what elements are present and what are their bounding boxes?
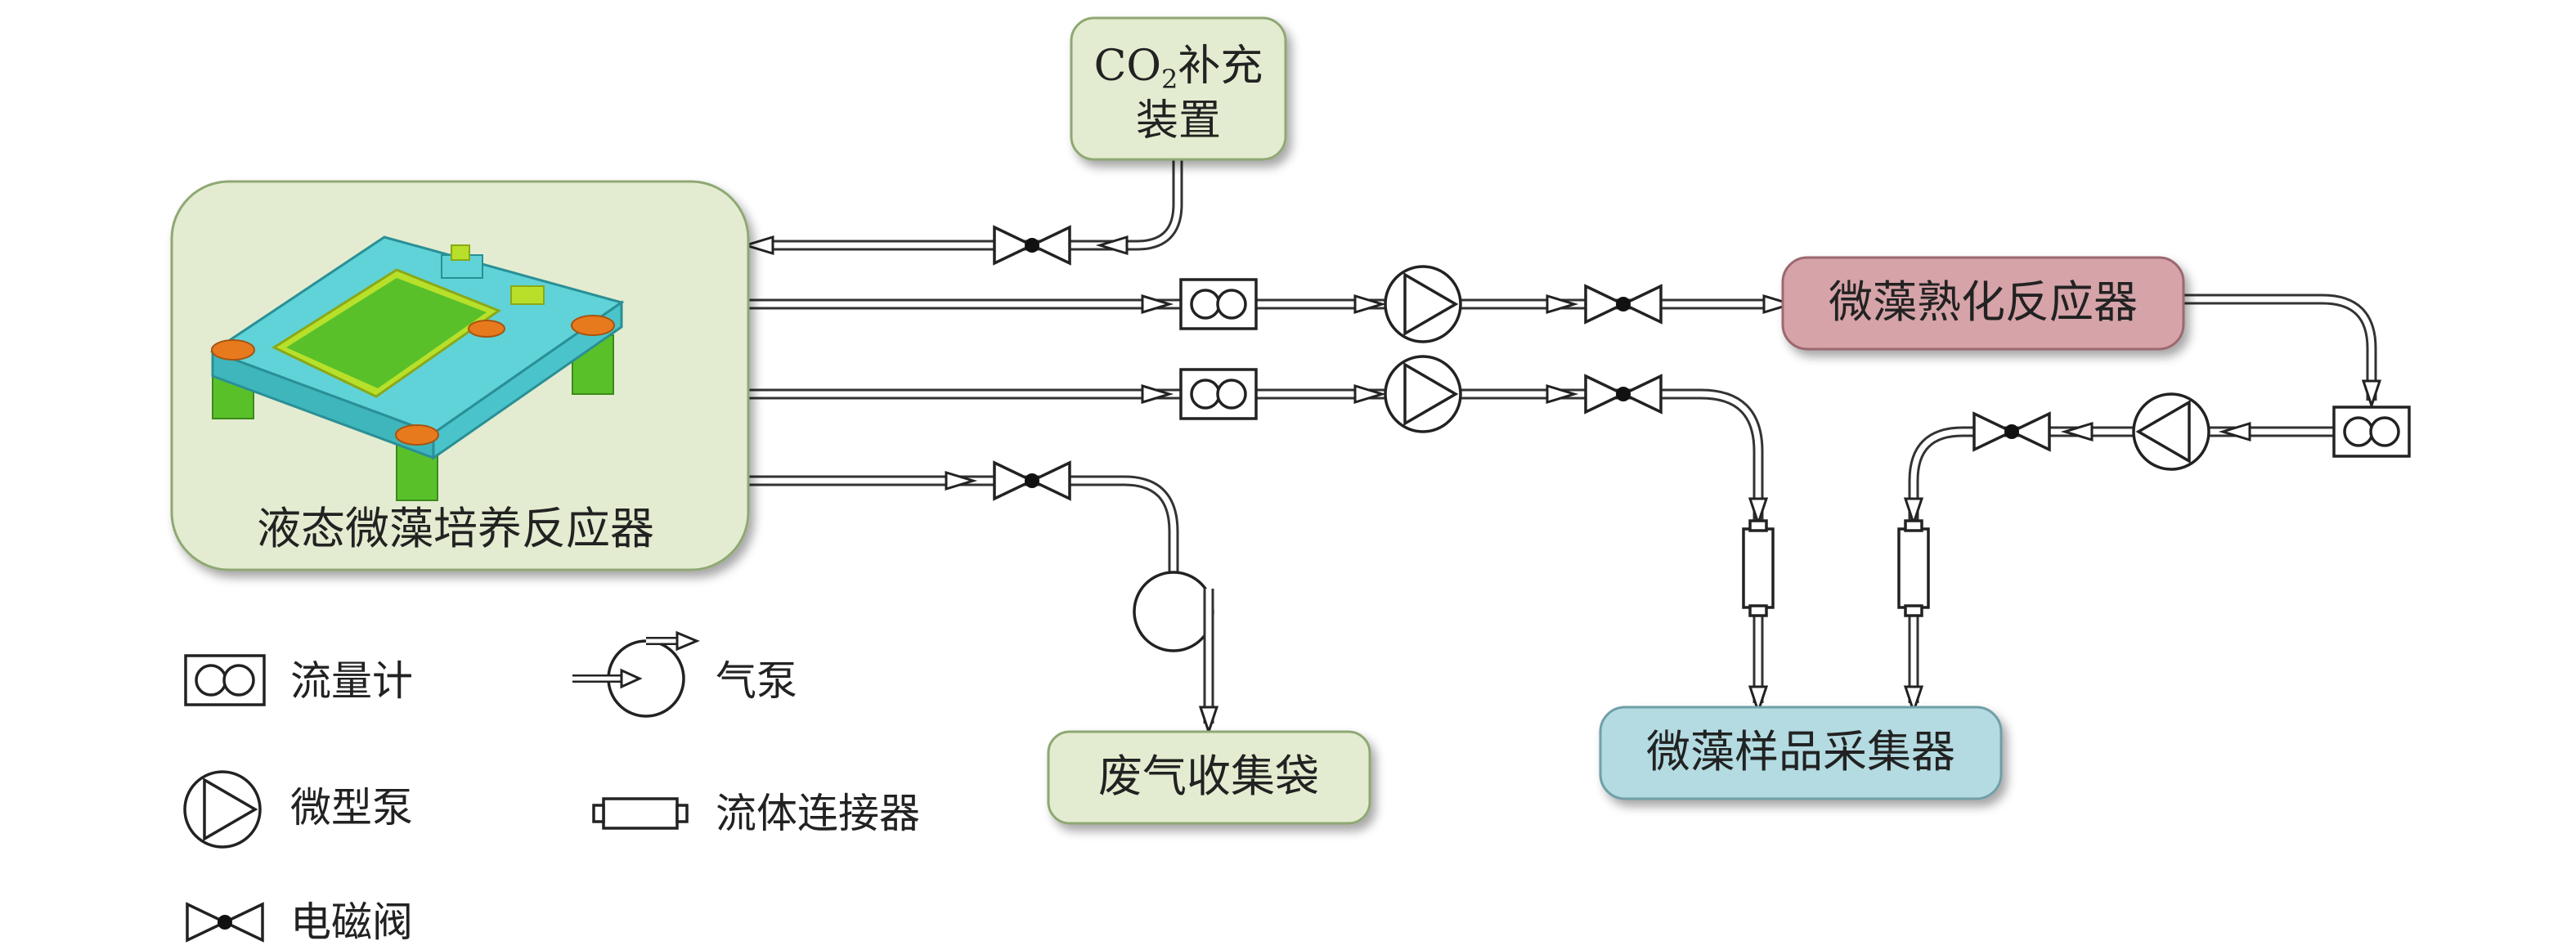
arrow <box>2361 379 2382 410</box>
arrow <box>1353 383 1387 405</box>
solenoid-valve-line1 <box>1584 284 1663 325</box>
solenoid-valve-co2 <box>993 225 1071 266</box>
co2-box-rect <box>1070 16 1287 161</box>
arrow <box>2218 421 2251 442</box>
maturation-reactor-label: 微藻熟化反应器 <box>1829 276 2138 328</box>
air-pump-waste <box>1133 571 1214 652</box>
arrow <box>1762 294 1796 315</box>
arrow <box>1095 235 1129 256</box>
arrow <box>1903 685 1924 715</box>
legend: 流量计 气泵 微型泵 流体连接器 <box>183 630 920 946</box>
arrow <box>1748 685 1769 715</box>
arrow <box>1198 706 1219 736</box>
flowmeter-return <box>2332 406 2411 458</box>
liquid-reactor-box: 液态微藻培养反应器 <box>170 180 750 571</box>
fluid-connector-return <box>1897 519 1930 617</box>
legend-solenoid-valve-icon <box>186 902 264 943</box>
arrow <box>1546 294 1579 315</box>
arrow <box>1546 383 1579 405</box>
flowmeter-line1 <box>1179 278 1258 330</box>
pipes <box>748 159 2377 724</box>
micro-pump-line2 <box>1384 355 1462 433</box>
solenoid-valve-return <box>1972 411 2051 452</box>
maturation-reactor-box: 微藻熟化反应器 <box>1781 256 2185 351</box>
fluid-connector-line2 <box>1742 519 1775 617</box>
arrow <box>1353 294 1387 315</box>
arrow <box>1903 497 1924 527</box>
arrow <box>1141 294 1174 315</box>
co2-label-prefix: CO <box>1094 42 1161 91</box>
arrow <box>741 235 774 256</box>
sample-collector-rect <box>1599 706 2003 800</box>
legend-flowmeter-label: 流量计 <box>290 657 413 705</box>
liquid-reactor-label: 液态微藻培养反应器 <box>257 503 654 554</box>
micro-pump-line1 <box>1384 265 1462 343</box>
solenoid-valve-line2 <box>1584 374 1663 415</box>
micro-pump-return <box>2132 392 2210 471</box>
arrow <box>945 470 978 491</box>
legend-flowmeter-icon <box>184 654 266 706</box>
arrow <box>1141 383 1174 405</box>
svg-text:CO2补充: CO2补充 <box>1094 42 1263 95</box>
legend-air-pump-label: 气泵 <box>716 657 797 705</box>
co2-label-subscript: 2 <box>1161 64 1178 95</box>
reactor-illustration <box>209 235 625 501</box>
maturation-reactor-rect <box>1781 256 2185 351</box>
flowmeter-line2 <box>1179 368 1258 420</box>
waste-gas-bag-rect <box>1047 730 1371 825</box>
legend-air-pump-icon <box>572 630 700 718</box>
sample-collector-box: 微藻样品采集器 <box>1599 706 2003 800</box>
co2-label-line2: 装置 <box>1136 96 1221 146</box>
waste-gas-bag-label: 废气收集袋 <box>1098 751 1319 802</box>
waste-gas-bag-box: 废气收集袋 <box>1047 730 1371 825</box>
legend-micro-pump-label: 微型泵 <box>290 784 413 831</box>
solenoid-valve-line3 <box>993 460 1071 501</box>
legend-solenoid-valve-label: 电磁阀 <box>290 898 413 946</box>
co2-supply-box: CO2补充 装置 <box>1070 16 1287 161</box>
arrow <box>2060 421 2094 442</box>
co2-label-suffix: 补充 <box>1178 42 1263 91</box>
legend-fluid-connector-label: 流体连接器 <box>716 790 920 837</box>
legend-micro-pump-icon <box>183 770 262 849</box>
arrow <box>1748 497 1769 527</box>
legend-fluid-connector-icon <box>592 797 689 830</box>
sample-collector-label: 微藻样品采集器 <box>1646 726 1955 777</box>
